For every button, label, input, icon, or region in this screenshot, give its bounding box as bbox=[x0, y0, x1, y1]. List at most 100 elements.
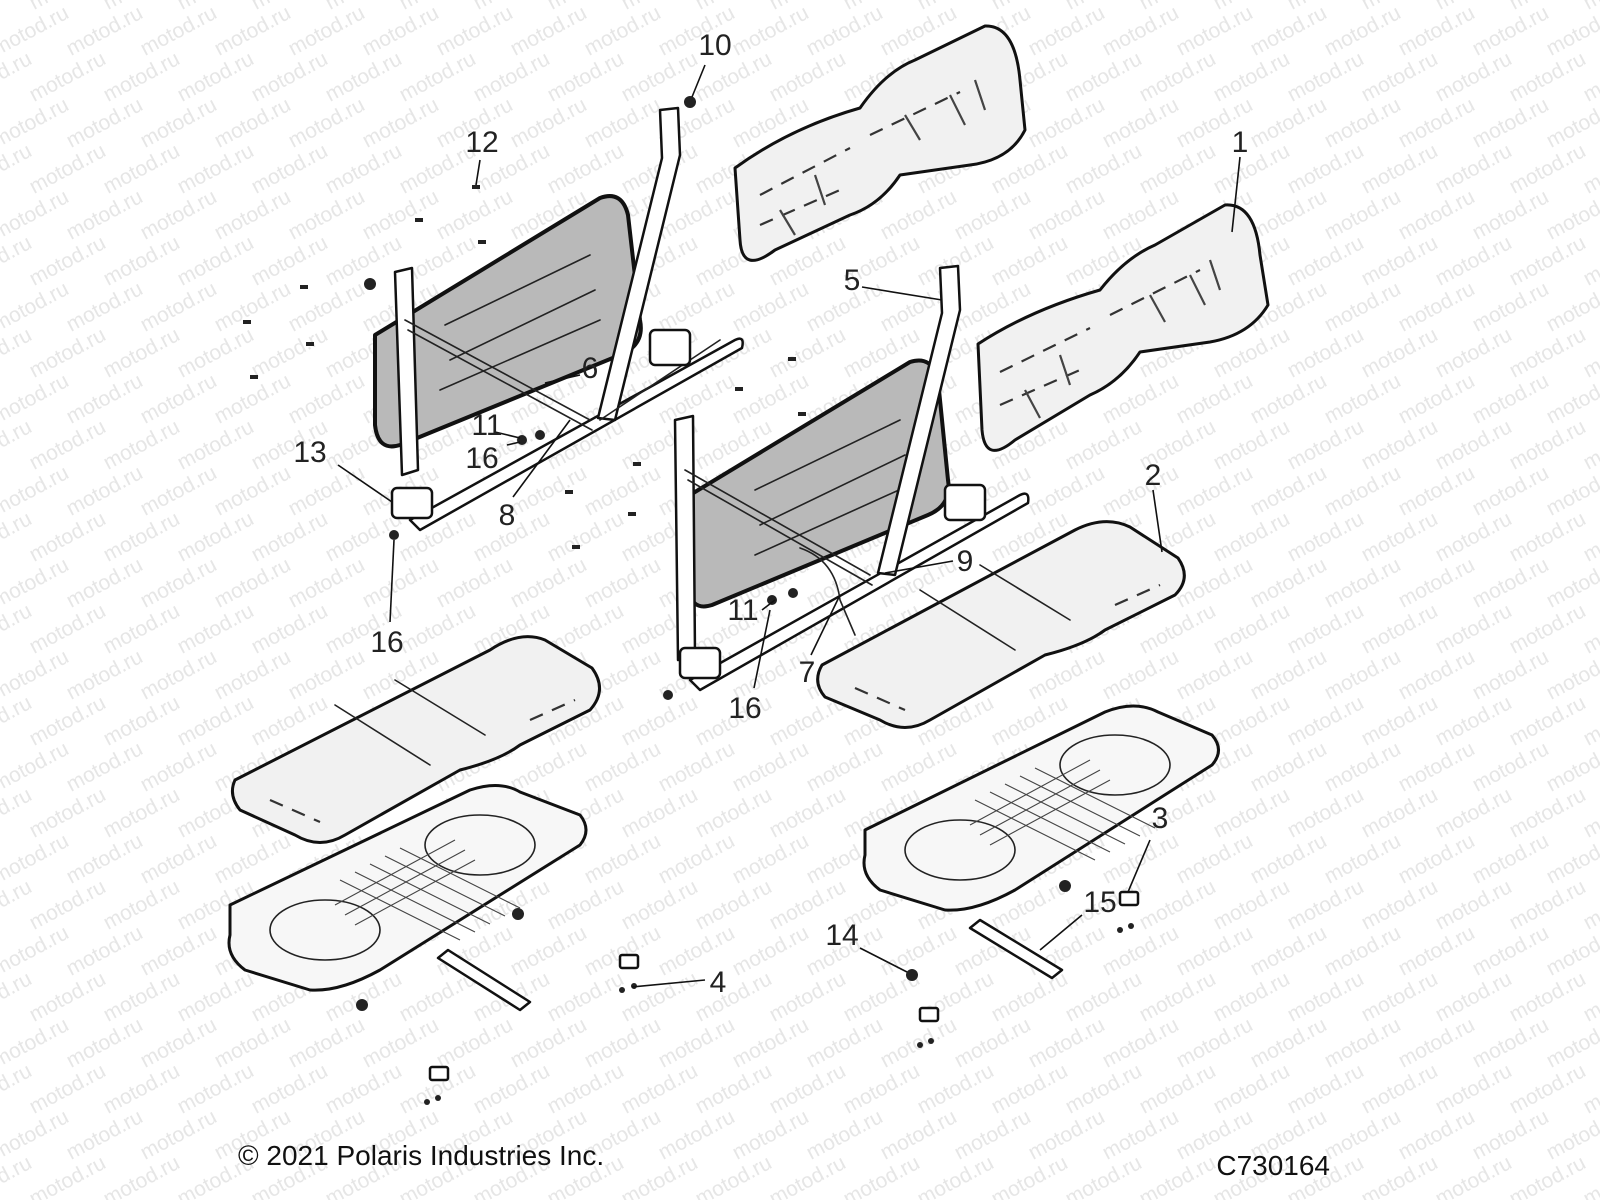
seat-bottom-cushion-right bbox=[816, 520, 1186, 729]
watermark-text: motod.ru bbox=[63, 921, 147, 980]
watermark-text: motod.ru bbox=[137, 185, 221, 244]
watermark-text: motod.ru bbox=[322, 1059, 406, 1118]
watermark-text: motod.ru bbox=[951, 185, 1035, 244]
watermark-text: motod.ru bbox=[63, 185, 147, 244]
watermark-text: motod.ru bbox=[1062, 415, 1146, 474]
leader-lines bbox=[337, 64, 1241, 988]
watermark-text: motod.ru bbox=[1432, 507, 1516, 566]
watermark-text: motod.ru bbox=[174, 507, 258, 566]
watermark-text: motod.ru bbox=[1025, 93, 1109, 152]
watermark-text: motod.ru bbox=[507, 93, 591, 152]
watermark-text: motod.ru bbox=[100, 415, 184, 474]
watermark-text: motod.ru bbox=[877, 1105, 961, 1164]
watermark-text: motod.ru bbox=[1469, 185, 1553, 244]
watermark-text: motod.ru bbox=[1395, 1105, 1479, 1164]
watermark-text: motod.ru bbox=[1469, 829, 1553, 888]
watermark-text: motod.ru bbox=[174, 323, 258, 382]
watermark-text: motod.ru bbox=[1099, 1013, 1183, 1072]
watermark-text: motod.ru bbox=[1247, 369, 1331, 428]
watermark-text: motod.ru bbox=[914, 1059, 998, 1118]
watermark-text: motod.ru bbox=[1506, 1059, 1590, 1118]
watermark-text: motod.ru bbox=[63, 553, 147, 612]
watermark-text: motod.ru bbox=[1395, 829, 1479, 888]
watermark-text: motod.ru bbox=[1173, 921, 1257, 980]
watermark-text: motod.ru bbox=[1469, 1013, 1553, 1072]
watermark-text: motod.ru bbox=[1358, 691, 1442, 750]
watermark-text: motod.ru bbox=[1284, 691, 1368, 750]
watermark-text: motod.ru bbox=[1099, 1105, 1183, 1164]
watermark-text: motod.ru bbox=[581, 553, 665, 612]
seat-base-tray-left bbox=[227, 784, 588, 992]
watermark-text: motod.ru bbox=[803, 1, 887, 60]
callout-label: 16 bbox=[465, 442, 498, 475]
watermark-text: motod.ru bbox=[988, 967, 1072, 1026]
watermark-text: motod.ru bbox=[1210, 47, 1294, 106]
watermark-text: motod.ru bbox=[877, 921, 961, 980]
watermark-text: motod.ru bbox=[507, 921, 591, 980]
watermark-text: motod.ru bbox=[26, 323, 110, 382]
watermark-text: motod.ru bbox=[1247, 1013, 1331, 1072]
watermark-text: motod.ru bbox=[26, 875, 110, 934]
watermark-text: motod.ru bbox=[26, 691, 110, 750]
watermark-text: motod.ru bbox=[248, 507, 332, 566]
watermark-text: motod.ru bbox=[877, 737, 961, 796]
watermark-text: motod.ru bbox=[692, 875, 776, 934]
seat-back-cushion-rear bbox=[733, 24, 1027, 262]
watermark-text: motod.ru bbox=[1506, 231, 1590, 290]
watermark-text: motod.ru bbox=[174, 231, 258, 290]
watermark-text: motod.ru bbox=[1025, 1105, 1109, 1164]
watermark-text: motod.ru bbox=[1432, 47, 1516, 106]
watermark-text: motod.ru bbox=[174, 47, 258, 106]
watermark-text: motod.ru bbox=[1358, 1059, 1442, 1118]
watermark-text: motod.ru bbox=[1506, 1151, 1590, 1200]
watermark-text: motod.ru bbox=[1210, 1059, 1294, 1118]
watermark-text: motod.ru bbox=[1432, 1151, 1516, 1200]
watermark-text: motod.ru bbox=[1062, 47, 1146, 106]
watermark-text: motod.ru bbox=[1358, 415, 1442, 474]
watermark-text: motod.ru bbox=[1321, 553, 1405, 612]
watermark-text: motod.ru bbox=[1284, 783, 1368, 842]
watermark-text: motod.ru bbox=[1210, 507, 1294, 566]
watermark-text: motod.ru bbox=[1173, 553, 1257, 612]
callout-label: 8 bbox=[499, 499, 516, 532]
watermark-text: motod.ru bbox=[285, 1013, 369, 1072]
watermark-text: motod.ru bbox=[470, 47, 554, 106]
watermark-text: motod.ru bbox=[914, 1151, 998, 1200]
watermark-text: motod.ru bbox=[1025, 921, 1109, 980]
watermark-text: motod.ru bbox=[507, 553, 591, 612]
watermark-text: motod.ru bbox=[1284, 507, 1368, 566]
watermark-text: motod.ru bbox=[26, 967, 110, 1026]
watermark-text: motod.ru bbox=[174, 1059, 258, 1118]
watermark-text: motod.ru bbox=[248, 139, 332, 198]
watermark-text: motod.ru bbox=[1321, 369, 1405, 428]
watermark-text: motod.ru bbox=[359, 1013, 443, 1072]
watermark-text: motod.ru bbox=[100, 1059, 184, 1118]
watermark-text: motod.ru bbox=[1099, 461, 1183, 520]
watermark-text: motod.ru bbox=[26, 783, 110, 842]
watermark-text: motod.ru bbox=[26, 415, 110, 474]
watermark-text: motod.ru bbox=[1580, 1151, 1600, 1200]
watermark-text: motod.ru bbox=[211, 645, 295, 704]
watermark-text: motod.ru bbox=[1210, 599, 1294, 658]
watermark-text: motod.ru bbox=[1358, 875, 1442, 934]
watermark-text: motod.ru bbox=[1062, 1151, 1146, 1200]
watermark-text: motod.ru bbox=[1099, 645, 1183, 704]
watermark-text: motod.ru bbox=[1469, 369, 1553, 428]
watermark-text: motod.ru bbox=[359, 553, 443, 612]
callout-label: 14 bbox=[825, 919, 858, 952]
watermark-text: motod.ru bbox=[1062, 967, 1146, 1026]
watermark-text: motod.ru bbox=[1321, 1, 1405, 60]
watermark-text: motod.ru bbox=[1432, 415, 1516, 474]
watermark-text: motod.ru bbox=[63, 1, 147, 60]
watermark-text: motod.ru bbox=[174, 139, 258, 198]
watermark-text: motod.ru bbox=[1395, 921, 1479, 980]
bracket-left bbox=[436, 948, 532, 1012]
watermark-text: motod.ru bbox=[1432, 139, 1516, 198]
watermark-text: motod.ru bbox=[248, 231, 332, 290]
callout-label: 13 bbox=[293, 436, 326, 469]
watermark-text: motod.ru bbox=[951, 1013, 1035, 1072]
watermark-text: motod.ru bbox=[1136, 875, 1220, 934]
watermark-text: motod.ru bbox=[1099, 93, 1183, 152]
watermark-text: motod.ru bbox=[248, 47, 332, 106]
watermark-text: motod.ru bbox=[100, 231, 184, 290]
